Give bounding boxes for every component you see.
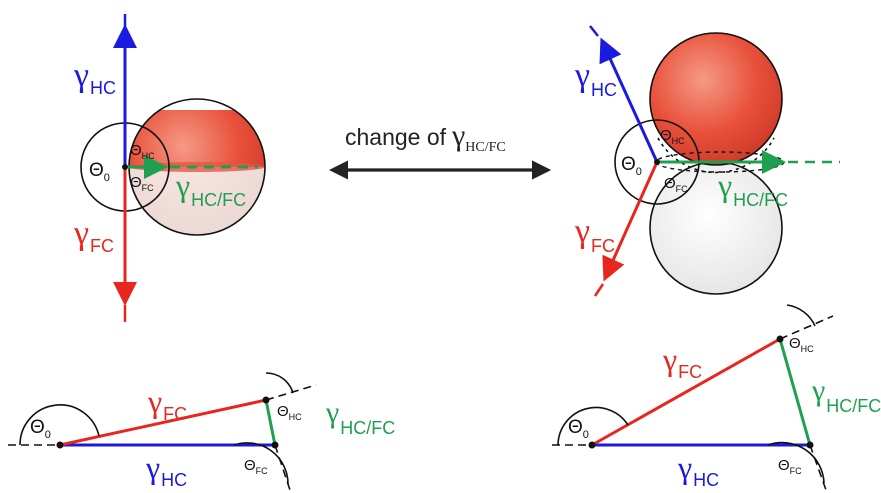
left-triangle: γFC γHC γHC/FC Θ0 ΘHC ΘFC <box>8 372 395 491</box>
right-triangle: γFC γHC γHC/FC Θ0 ΘHC ΘFC <box>552 304 881 491</box>
right-triangle-gamma-fc: γFC <box>662 341 702 382</box>
right-triangle-hcfc-side <box>778 338 812 446</box>
left-triangle-hcfc-side <box>264 399 277 446</box>
left-triangle-gamma-fc: γFC <box>147 383 187 424</box>
left-droplet-scene: γHC γFC γHC/FC Θ0 ΘHC ΘFC <box>73 14 266 322</box>
left-gamma-hcfc-label: γHC/FC <box>175 167 246 210</box>
right-triangle-fc-side <box>591 337 781 447</box>
left-gamma-hc-label: γHC <box>73 57 116 98</box>
right-upper-sphere <box>649 32 783 166</box>
right-triangle-gamma-hcfc: γHC/FC <box>811 374 881 416</box>
left-triangle-theta-hc: ΘHC <box>277 403 302 422</box>
right-gamma-hc-label: γHC <box>574 57 617 100</box>
right-triangle-theta-hc: ΘHC <box>789 335 814 354</box>
right-gamma-hcfc-label: γHC/FC <box>717 167 788 210</box>
left-triangle-gamma-hcfc: γHC/FC <box>325 396 395 438</box>
left-theta-hc-label: ΘHC <box>130 142 155 161</box>
right-triangle-theta-fc: ΘFC <box>778 457 802 476</box>
right-theta-hc-label: ΘHC <box>660 127 685 146</box>
left-triangle-fc-side <box>59 398 267 447</box>
left-triangle-theta-fc: ΘFC <box>244 457 268 476</box>
right-gamma-fc-arrow <box>602 161 659 282</box>
right-triangle-theta-0: Θ0 <box>568 417 589 441</box>
left-gamma-fc-label: γFC <box>73 215 114 256</box>
right-theta-0-label: Θ0 <box>621 154 642 178</box>
right-gamma-fc-label: γFC <box>574 213 615 256</box>
right-droplet-scene: γHC γFC γHC/FC Θ0 ΘHC ΘFC <box>574 25 840 297</box>
left-droplet-lower <box>129 167 265 235</box>
right-theta-fc-label: ΘFC <box>664 175 688 194</box>
left-theta-0-label: Θ0 <box>89 160 110 184</box>
right-gamma-hc-arrow <box>599 37 659 163</box>
left-triangle-gamma-hc: γHC <box>145 449 187 490</box>
right-triangle-gamma-hc: γHC <box>677 449 719 490</box>
left-triangle-theta-0: Θ0 <box>30 417 51 441</box>
left-theta-fc-label: ΘFC <box>130 174 154 193</box>
left-droplet-upper <box>129 110 265 167</box>
